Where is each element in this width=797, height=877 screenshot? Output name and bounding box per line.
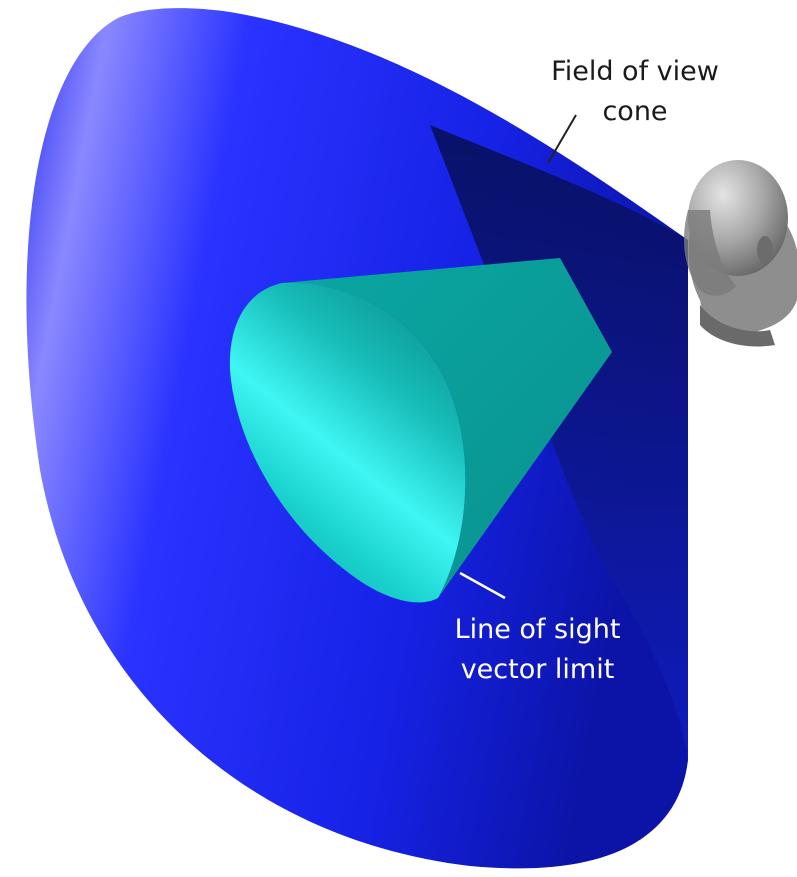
- line-of-sight-cone-side: [282, 258, 612, 598]
- field-of-view-leader-line: [547, 114, 577, 164]
- field-of-view-label: Field of view cone: [530, 52, 740, 132]
- field-of-view-label-line1: Field of view: [551, 56, 719, 87]
- line-of-sight-cone-base: [229, 282, 466, 603]
- line-of-sight-label-line1: Line of sight: [454, 614, 621, 645]
- field-of-view-label-line2: cone: [602, 96, 668, 127]
- human-head-icon: [684, 160, 797, 347]
- line-of-sight-leader-line: [459, 571, 506, 600]
- line-of-sight-label-line2: vector limit: [460, 654, 615, 685]
- line-of-sight-label: Line of sight vector limit: [420, 610, 655, 690]
